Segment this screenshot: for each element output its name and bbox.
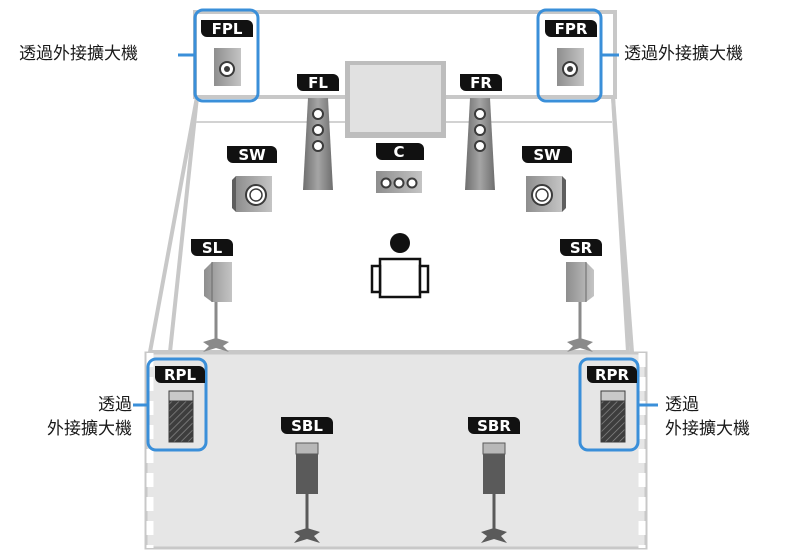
speaker-rpr: RPR bbox=[587, 366, 637, 443]
hatched-speaker-icon bbox=[600, 390, 626, 402]
speaker-label-sbl: SBL bbox=[291, 417, 323, 435]
speaker-sbl: SBL bbox=[281, 417, 333, 543]
callout-fpl-text: 透過外接擴大機 bbox=[19, 44, 138, 64]
speaker-sbr: SBR bbox=[468, 417, 520, 543]
callout-rpr: 透過 外接擴大機 bbox=[665, 393, 750, 441]
speaker-fpl: FPL bbox=[201, 20, 253, 86]
speaker-label-fl: FL bbox=[308, 74, 328, 92]
speaker-sw-left: SW bbox=[227, 146, 277, 212]
speaker-sl: SL bbox=[191, 239, 233, 352]
label-badge bbox=[460, 74, 502, 91]
label-badge bbox=[191, 239, 233, 256]
label-badge bbox=[201, 20, 253, 37]
label-badge bbox=[281, 417, 333, 434]
rear-area bbox=[144, 351, 648, 550]
speaker-sw-right: SW bbox=[522, 146, 572, 212]
label-badge bbox=[560, 239, 602, 256]
speaker-label-sw-left: SW bbox=[238, 146, 266, 164]
speaker-label-sl: SL bbox=[202, 239, 223, 257]
callout-fpl: 透過外接擴大機 bbox=[19, 42, 138, 66]
label-badge bbox=[227, 146, 277, 163]
label-badge bbox=[376, 143, 424, 160]
speaker-label-c: C bbox=[393, 143, 404, 161]
callout-leaders bbox=[133, 53, 658, 407]
speaker-sr: SR bbox=[560, 239, 602, 352]
speaker-fr: FR bbox=[460, 74, 502, 190]
speaker-icon bbox=[204, 262, 232, 302]
speaker-c: C bbox=[376, 143, 424, 193]
label-badge bbox=[522, 146, 572, 163]
callout-rpl: 透過 外接擴大機 bbox=[47, 393, 132, 441]
speaker-label-fr: FR bbox=[470, 74, 492, 92]
speaker-label-fpl: FPL bbox=[212, 20, 243, 38]
speaker-label-sbr: SBR bbox=[477, 417, 511, 435]
speaker-label-rpr: RPR bbox=[595, 366, 630, 384]
label-badge bbox=[587, 366, 637, 383]
speaker-label-rpl: RPL bbox=[164, 366, 197, 384]
speaker-fpr: FPR bbox=[545, 20, 597, 86]
speaker-fl: FL bbox=[297, 74, 339, 190]
tv-screen bbox=[345, 61, 446, 138]
speaker-icon bbox=[296, 454, 318, 494]
speaker-label-fpr: FPR bbox=[555, 20, 588, 38]
speaker-icon bbox=[483, 454, 505, 494]
callout-rpl-line2: 外接擴大機 bbox=[47, 419, 132, 439]
speaker-label-sr: SR bbox=[570, 239, 593, 257]
callout-rpr-line1: 透過 bbox=[665, 395, 699, 415]
speaker-rpl: RPL bbox=[155, 366, 205, 443]
label-badge bbox=[297, 74, 339, 91]
label-badge bbox=[155, 366, 205, 383]
label-badge bbox=[468, 417, 520, 434]
speaker-label-sw-right: SW bbox=[533, 146, 561, 164]
hatched-speaker-icon bbox=[168, 390, 194, 402]
callout-fpr-text: 透過外接擴大機 bbox=[624, 44, 743, 64]
speaker-icon bbox=[566, 262, 594, 302]
callout-fpr: 透過外接擴大機 bbox=[624, 42, 743, 66]
callout-rpr-line2: 外接擴大機 bbox=[665, 419, 750, 439]
label-badge bbox=[545, 20, 597, 37]
callout-rpl-line1: 透過 bbox=[98, 395, 132, 415]
listener-icon bbox=[370, 233, 430, 299]
